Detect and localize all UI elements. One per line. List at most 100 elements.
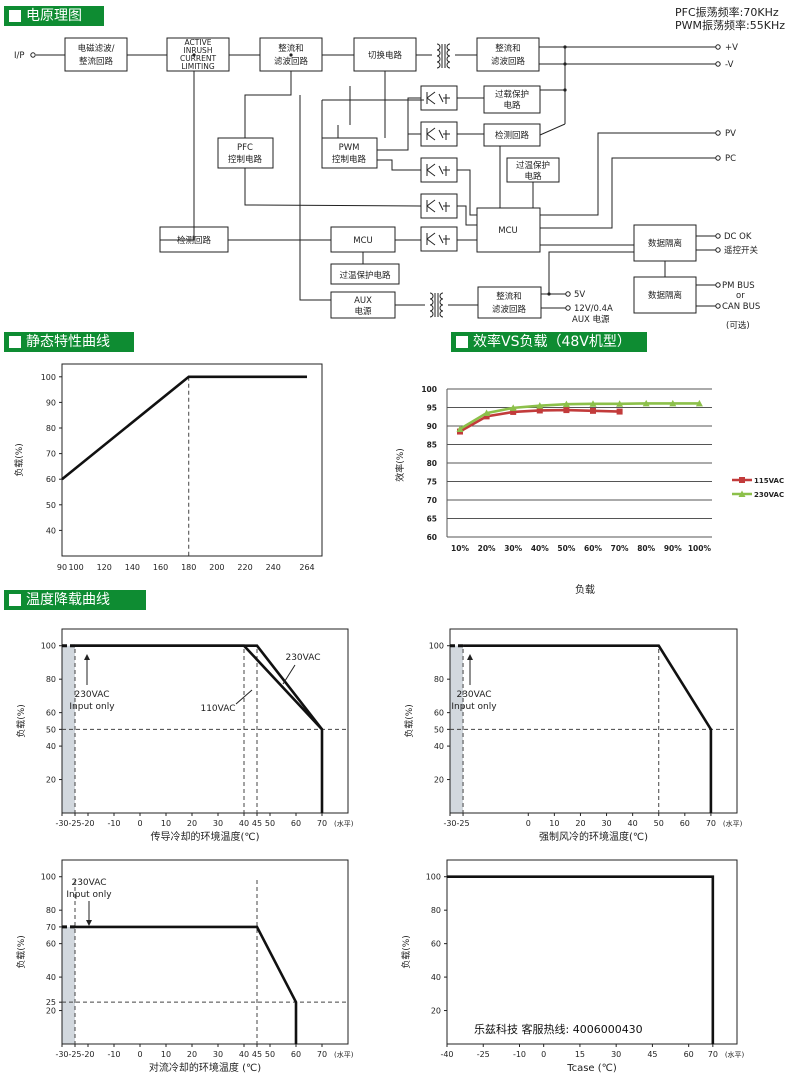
- x-tick-label: 70%: [611, 544, 629, 553]
- y-tick-label: 80: [46, 424, 56, 433]
- annotation: 230VAC: [285, 653, 320, 663]
- pv-label: PV: [725, 129, 736, 139]
- label: 滤波回路: [492, 304, 527, 315]
- transformer-icon: [429, 292, 444, 318]
- x-tick-label: 0: [137, 819, 142, 828]
- x-unit-label: (水平): [723, 819, 743, 828]
- x-tick-label: 200: [209, 563, 224, 572]
- data-point: [616, 400, 624, 407]
- y-axis-label: 负载(%): [15, 935, 27, 969]
- y-tick-label: 80: [434, 675, 444, 684]
- data-point: [562, 400, 570, 408]
- annotation: Input only: [69, 702, 115, 712]
- x-tick-label: 40: [239, 819, 249, 828]
- data-point: [536, 402, 544, 409]
- remote-label: 遥控开关: [724, 245, 759, 256]
- x-tick-label: 70: [317, 819, 327, 828]
- y-tick-label: 20: [434, 776, 444, 785]
- label: 滤波回路: [491, 56, 526, 67]
- canbus-label: CAN BUS: [722, 302, 760, 312]
- series-line: [447, 875, 715, 1044]
- y-tick-label: 80: [431, 906, 441, 915]
- optional-label: (可选): [726, 320, 750, 331]
- out-pos-label: +V: [725, 43, 738, 53]
- x-tick-label: 40: [239, 1050, 249, 1059]
- data-point: [590, 407, 596, 414]
- label: 电源: [354, 306, 372, 317]
- annotation-arrowhead: [84, 654, 90, 660]
- transformer-icon: [436, 43, 451, 69]
- x-axis-label: 强制风冷的环境温度(℃): [539, 830, 648, 843]
- x-tick-label: 70: [706, 819, 716, 828]
- section-title: 效率VS负载（48V机型）: [473, 334, 631, 350]
- block-otp-2: 过温保护电路: [330, 263, 400, 285]
- aux-out-label: AUX 电源: [572, 314, 610, 325]
- x-tick-label: 45: [647, 1050, 657, 1059]
- x-tick-label: 40: [628, 819, 638, 828]
- x-axis-label: 对流冷却的环境温度 (℃): [149, 1061, 261, 1074]
- y-tick-label: 100: [41, 873, 56, 882]
- x-unit-label: (水平): [334, 1050, 354, 1059]
- x-tick-label: 50: [265, 819, 275, 828]
- data-point: [456, 425, 464, 432]
- y-axis-label: 负载(%): [13, 443, 25, 477]
- y-tick-label: 25: [46, 998, 56, 1007]
- y-tick-label: 100: [421, 385, 437, 394]
- x-tick-label: 70: [317, 1050, 327, 1059]
- section-title: 电原理图: [26, 8, 82, 24]
- y-axis-label: 负载(%): [403, 704, 415, 738]
- annotation: Input only: [451, 702, 497, 712]
- plot-frame: [61, 628, 349, 814]
- x-tick-label: -25: [477, 1050, 490, 1059]
- x-tick-label: 60: [684, 1050, 694, 1059]
- label: ACTIVE: [185, 38, 212, 47]
- section-header-schematic: 电原理图: [4, 6, 104, 26]
- x-tick-label: 30: [213, 819, 223, 828]
- x-tick-label: 60: [291, 1050, 301, 1059]
- data-point: [669, 399, 677, 407]
- y-tick-label: 60: [431, 940, 441, 949]
- x-tick-label: 20: [187, 1050, 197, 1059]
- x-tick-label: -30: [55, 819, 68, 828]
- out-neg-label: -V: [725, 60, 734, 70]
- x-tick-label: -25: [457, 819, 470, 828]
- label: 整流和: [496, 291, 522, 302]
- y-tick-label: 95: [427, 404, 437, 413]
- label: MCU: [498, 226, 518, 236]
- plot-frame: [61, 859, 349, 1045]
- y-tick-label: 40: [431, 973, 441, 982]
- square-icon: [456, 336, 468, 348]
- y-tick-label: 80: [46, 906, 56, 915]
- label: LIMITING: [181, 62, 214, 71]
- x-tick-label: 90: [57, 563, 67, 572]
- label: 过温保护电路: [339, 270, 391, 281]
- label: 控制电路: [332, 154, 367, 165]
- y-axis-label: 负载(%): [15, 704, 27, 738]
- x-tick-label: -10: [107, 1050, 120, 1059]
- 12v-label: 12V/0.4A: [574, 304, 613, 314]
- y-tick-label: 100: [41, 642, 56, 651]
- x-tick-label: 140: [125, 563, 140, 572]
- y-tick-label: 20: [431, 1007, 441, 1016]
- series-line: [463, 644, 713, 813]
- annotation: 230VAC: [456, 690, 491, 700]
- block-mcu-right: MCU: [476, 207, 541, 253]
- annotation: Input only: [66, 890, 112, 900]
- y-tick-label: 80: [46, 675, 56, 684]
- data-point: [589, 400, 597, 407]
- annotation: 230VAC: [71, 878, 106, 888]
- label: 电路: [503, 100, 521, 111]
- legend-label: 115VAC: [754, 477, 784, 485]
- x-tick-label: 20: [187, 819, 197, 828]
- x-tick-label: 50: [265, 1050, 275, 1059]
- y-tick-label: 40: [434, 742, 444, 751]
- shaded-region: [62, 645, 75, 813]
- y-tick-label: 90: [427, 422, 437, 431]
- x-tick-label: 160: [153, 563, 168, 572]
- y-tick-label: 40: [46, 526, 56, 535]
- x-tick-label: 80%: [637, 544, 655, 553]
- label: 电路: [524, 171, 542, 182]
